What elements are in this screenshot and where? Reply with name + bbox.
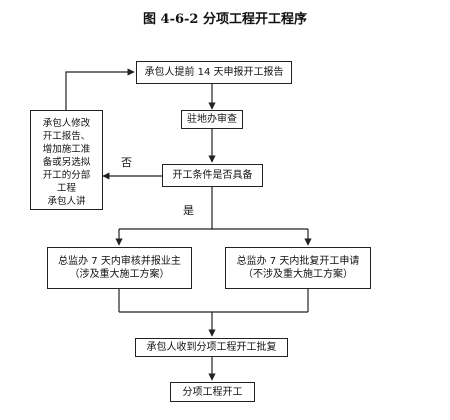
edge-label-no: 否 xyxy=(121,156,132,169)
edge-label-yes: 是 xyxy=(183,204,194,217)
diagram-title: 图 4-6-2 分项工程开工程序 xyxy=(143,12,307,27)
node-chief-supervisor-approve: 总监办 7 天内批复开工申请 （不涉及重大施工方案） xyxy=(225,247,371,289)
node-contractor-receives: 承包人收到分项工程开工批复 xyxy=(135,338,288,357)
node-site-office-review: 驻地办审查 xyxy=(181,110,243,129)
node-chief-supervisor-review-owner: 总监办 7 天内审核并报业主 （涉及重大施工方案） xyxy=(47,247,192,289)
arrow-revise-to-submit xyxy=(65,68,135,110)
node-submit-report: 承包人提前 14 天申报开工报告 xyxy=(136,61,292,84)
node-contractor-revise: 承包人修改 开工报告、 增加施工准 备或另选拟 开工的分部 工程 承包人讲 xyxy=(30,110,103,210)
node-start-work: 分项工程开工 xyxy=(170,382,255,402)
node-conditions-check: 开工条件是否具备 xyxy=(162,164,263,187)
